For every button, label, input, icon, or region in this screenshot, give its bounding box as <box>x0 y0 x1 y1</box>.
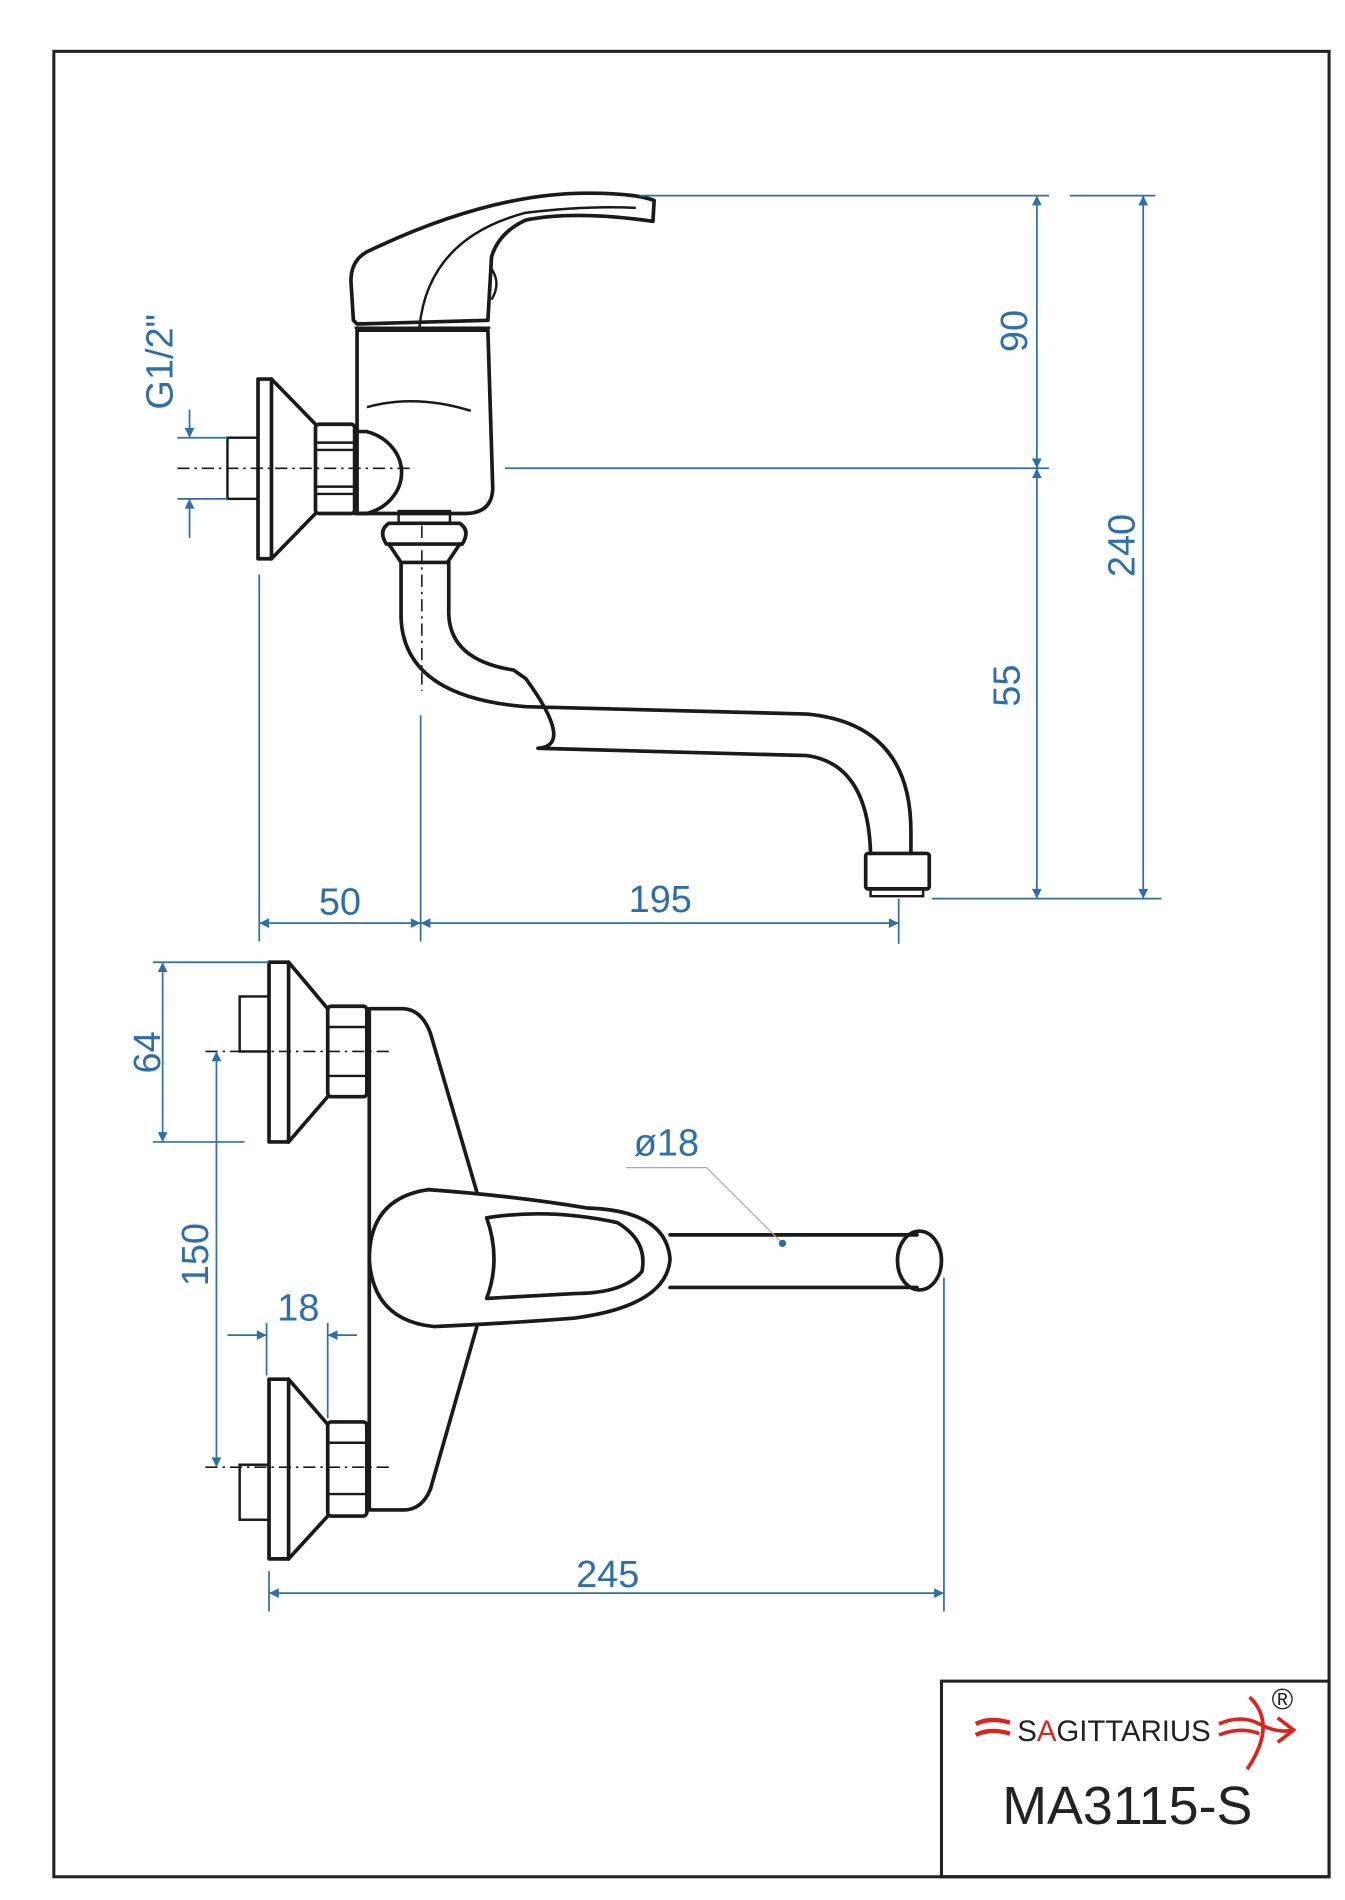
cartridge-cap <box>349 191 656 326</box>
dim-18: 18 <box>227 1287 358 1419</box>
model-number: MA3115-S <box>1002 1776 1252 1836</box>
body-plate <box>367 1006 479 1512</box>
centerlines-top <box>205 1050 392 1468</box>
svg-text:90: 90 <box>994 310 1036 352</box>
svg-text:55: 55 <box>987 665 1029 707</box>
lower-connection <box>238 1377 369 1561</box>
dim-90: 90 <box>504 194 1050 470</box>
brand-logo: SAGITTARIUS ® <box>974 1683 1297 1771</box>
svg-text:240: 240 <box>1102 514 1144 577</box>
spout-top <box>668 1233 919 1290</box>
svg-text:ø18: ø18 <box>634 1122 699 1164</box>
dim-64: 64 <box>127 961 270 1143</box>
dim-50-195: 50 195 <box>258 574 900 944</box>
centerline <box>177 467 423 691</box>
spout-end <box>895 1229 944 1292</box>
lever-top <box>367 1187 672 1329</box>
mixer-body <box>355 328 495 516</box>
drawing-frame <box>52 49 1331 1879</box>
title-block: SAGITTARIUS ® MA3115-S <box>939 1679 1331 1879</box>
arrow-icon <box>1218 1695 1297 1771</box>
body-line <box>366 400 472 412</box>
dim-diameter: ø18 <box>626 1122 787 1248</box>
dim-150: 150 <box>175 1051 222 1468</box>
svg-text:64: 64 <box>127 1031 169 1073</box>
flange-cone <box>269 377 318 561</box>
svg-text:245: 245 <box>576 1554 639 1596</box>
aerator <box>863 851 932 891</box>
top-view: ø18 64 150 18 245 <box>127 960 945 1612</box>
dim-245: 245 <box>268 1277 945 1612</box>
svg-text:195: 195 <box>629 879 692 921</box>
aerator-tip <box>869 888 925 898</box>
svg-text:50: 50 <box>319 882 361 924</box>
svg-text:SAGITTARIUS: SAGITTARIUS <box>1017 1715 1210 1748</box>
thread-label: G1/2" <box>139 314 181 410</box>
dim-240: 240 <box>931 194 1162 900</box>
wave-icon <box>974 1717 1011 1737</box>
eccentric-cap <box>352 429 404 516</box>
side-view: G1/2" 90 240 55 50 195 <box>139 191 1162 944</box>
lever-grip <box>484 1212 645 1301</box>
lever-line <box>418 206 636 328</box>
spout-coupling <box>380 509 468 565</box>
svg-text:150: 150 <box>175 1223 217 1286</box>
svg-text:®: ® <box>1272 1683 1294 1716</box>
dim-55: 55 <box>987 468 1042 899</box>
svg-text:18: 18 <box>277 1287 319 1329</box>
dim-thread: G1/2" <box>139 314 228 538</box>
lever-pivot <box>490 268 498 301</box>
swivel-spout <box>399 560 913 856</box>
